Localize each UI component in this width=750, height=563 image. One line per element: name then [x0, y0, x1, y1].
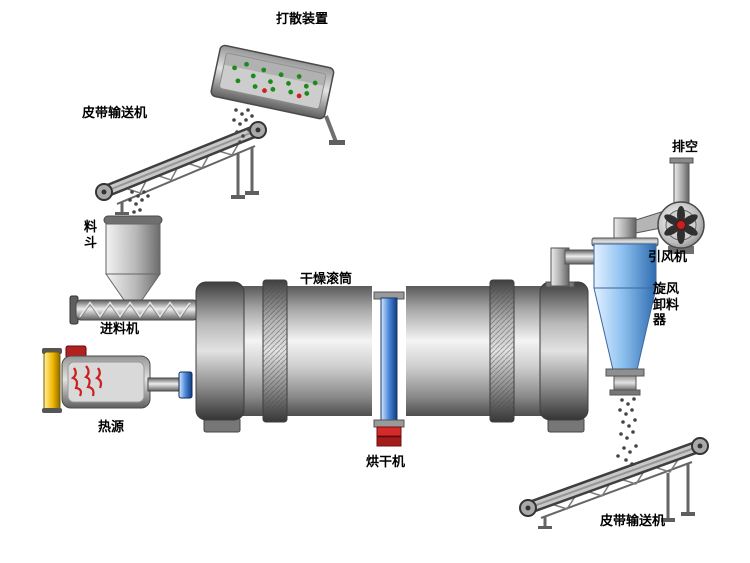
label-belt-conveyor-top: 皮带输送机 — [82, 106, 148, 121]
belt-conveyor-top — [95, 121, 267, 215]
label-drying-drum: 干燥滚筒 — [300, 272, 353, 287]
material-stream-scatter — [232, 108, 254, 144]
belt-conveyor-bottom — [519, 437, 709, 529]
heat-source-furnace — [42, 345, 193, 413]
dryer-pipe — [373, 291, 405, 447]
label-dryer: 烘干机 — [366, 455, 406, 470]
cyclone-discharger — [591, 211, 662, 396]
label-induced-draft-fan: 引风机 — [648, 250, 688, 265]
label-belt-conveyor-bottom: 皮带输送机 — [600, 514, 666, 529]
valve-handwheel — [376, 426, 402, 447]
label-exhaust: 排空 — [672, 140, 699, 155]
label-heat-source: 热源 — [98, 420, 125, 435]
exhaust-pipe — [673, 161, 690, 207]
scatter-device — [210, 44, 345, 145]
screw-feeder — [69, 295, 199, 325]
induced-draft-fan — [657, 157, 705, 254]
fan-blades — [664, 206, 698, 244]
feed-hopper — [103, 215, 163, 301]
drum-outlet-duct — [545, 247, 600, 288]
label-cyclone-discharger: 旋风卸料器 — [653, 282, 680, 329]
label-feeder: 进料机 — [100, 322, 140, 337]
material-stream-hopper — [128, 190, 150, 214]
material-stream-cyclone — [616, 397, 638, 466]
label-hopper: 料斗 — [84, 220, 98, 251]
material-dots-green — [232, 61, 318, 96]
flame-marks — [70, 365, 103, 397]
label-scatter-device: 打散装置 — [276, 12, 329, 27]
